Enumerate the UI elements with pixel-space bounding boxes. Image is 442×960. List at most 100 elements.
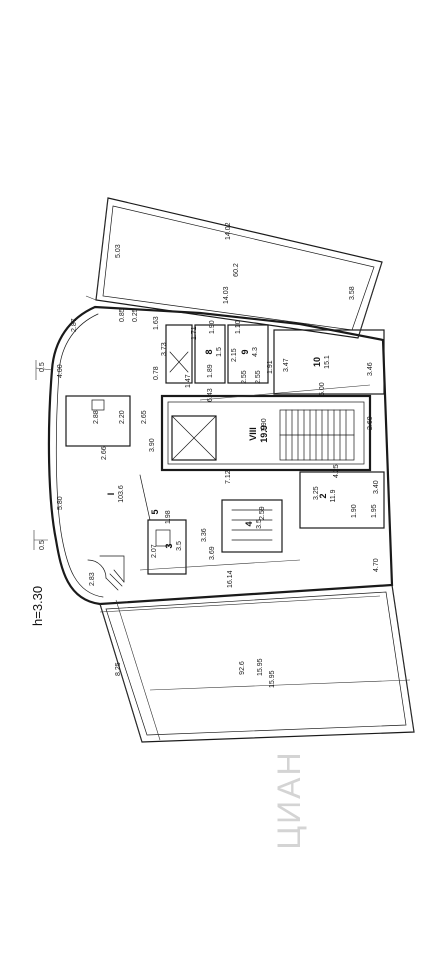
dim-label: 4.25: [333, 464, 340, 478]
room-label-I: I 103.6: [106, 485, 125, 503]
dim-label: 2.55: [255, 370, 262, 384]
room-8-outline: [194, 324, 226, 384]
dim-label: 2.60: [367, 416, 374, 430]
room-9-outline: [227, 324, 269, 384]
room-3-outline: [147, 519, 187, 575]
dim-label: 2.66: [101, 446, 108, 460]
bottom-room-inner-line: [105, 591, 407, 736]
room-4-outline: [221, 499, 283, 553]
dim-label: 4.70: [373, 558, 380, 572]
dim-label: 2.15: [231, 348, 238, 362]
dim-label: 0.25: [132, 308, 139, 322]
small-room-left: [165, 324, 193, 384]
room-I-partition: [99, 474, 151, 583]
room-label-5: 5: [150, 509, 160, 514]
dim-label: 7.12: [225, 470, 232, 484]
dim-label: 2.83: [89, 572, 96, 586]
room-label-VIII: VIII 19.9: [248, 425, 269, 443]
dim-label: 3.73: [161, 342, 168, 356]
dim-label: 2.20: [119, 410, 126, 424]
dim-label: 1.63: [153, 316, 160, 330]
dim-label: 2.55: [241, 370, 248, 384]
dimension-lines: [33, 197, 415, 743]
dim-label: 15.95: [257, 658, 264, 676]
small-room-left-cross: [169, 351, 189, 373]
dim-label: 2.07: [151, 544, 158, 558]
dim-label: 1.91: [267, 360, 274, 374]
entry-steps: [105, 569, 125, 591]
svg-text:3.5: 3.5: [256, 519, 263, 529]
outer-wall: [47, 305, 394, 606]
dim-label: 3.90: [149, 438, 156, 452]
room-label-8: 8 1.5: [204, 347, 223, 357]
dim-label: 3.58: [349, 286, 356, 300]
dim-label: 1.71: [191, 326, 198, 340]
room-label-9: 9 4.3: [240, 347, 259, 357]
area-label-bottom-room: 92.6: [239, 661, 246, 675]
elevator-cross: [171, 415, 217, 461]
dim-label: 3.40: [373, 480, 380, 494]
svg-text:I: I: [106, 493, 116, 496]
dim-label: 8.25: [115, 662, 122, 676]
dim-label: 1.89: [207, 364, 214, 378]
dim-label: 5.03: [115, 244, 122, 258]
svg-text:1.5: 1.5: [216, 347, 223, 357]
svg-text:10: 10: [312, 357, 322, 367]
svg-text:103.6: 103.6: [118, 485, 125, 503]
svg-text:15.1: 15.1: [324, 355, 331, 369]
dim-label: 4.00: [57, 364, 64, 378]
elevator-shaft: [171, 415, 217, 461]
dim-label: 1.90: [351, 504, 358, 518]
dim-label: 5.80: [57, 496, 64, 510]
dim-label: 14.02: [225, 222, 232, 240]
dim-label: 2.65: [141, 410, 148, 424]
height-mark: h=3.30: [30, 586, 45, 626]
dim-label: 2.87: [71, 318, 78, 332]
stair-steps: [279, 409, 355, 461]
svg-text:9: 9: [240, 349, 250, 354]
room-3-fixture: [155, 529, 171, 547]
dim-label: 3.25: [313, 486, 320, 500]
svg-text:VIII: VIII: [248, 427, 258, 441]
dim-label: 16.14: [227, 570, 234, 588]
svg-text:4: 4: [244, 521, 254, 526]
room-label-2: 2 11.9: [318, 489, 337, 502]
dim-label: 3.69: [209, 546, 216, 560]
dim-label: 3.46: [367, 362, 374, 376]
room-I-closet: [65, 395, 131, 447]
room-label-3: 3 3.5: [164, 541, 183, 551]
dim-label: 15.95: [269, 670, 276, 688]
svg-text:2: 2: [318, 493, 328, 498]
dim-label: 1.90: [261, 418, 268, 432]
dim-label: 0.5: [39, 362, 46, 372]
door-swing: [87, 559, 107, 579]
dim-label: 1.10: [235, 320, 242, 334]
watermark-logo: ЦИАН: [271, 750, 307, 849]
dimension-labels: 14.02 14.03 5.03 3.58 2.87 0.85 0.25 1.6…: [39, 222, 380, 688]
dim-label: 6.43: [207, 388, 214, 402]
room-label-4: 4 3.5: [244, 519, 263, 529]
svg-text:3: 3: [164, 543, 174, 548]
dim-label: 1.90: [209, 320, 216, 334]
dim-label: 1.95: [371, 504, 378, 518]
svg-text:19.9: 19.9: [259, 425, 269, 443]
dim-label: 0.5: [39, 540, 46, 550]
dim-label: 1.47: [185, 374, 192, 388]
room-10-outline: [273, 329, 385, 395]
dim-label: 0.85: [119, 308, 126, 322]
dim-label: 5.00: [319, 382, 326, 396]
room-label-10: 10 15.1: [312, 355, 331, 369]
svg-text:3.5: 3.5: [176, 541, 183, 551]
area-label-top-room: 60.2: [233, 263, 240, 277]
svg-text:11.9: 11.9: [330, 489, 337, 502]
dim-label: 14.03: [223, 286, 230, 304]
dim-label: 3.47: [283, 358, 290, 372]
room-2-outline: [299, 471, 385, 529]
dim-label: 3.36: [201, 528, 208, 542]
svg-text:4.3: 4.3: [252, 347, 259, 357]
stair-core: [160, 394, 372, 472]
stair-core-inner: [167, 401, 365, 465]
dim-label: 1.98: [165, 510, 172, 524]
svg-text:8: 8: [204, 349, 214, 354]
